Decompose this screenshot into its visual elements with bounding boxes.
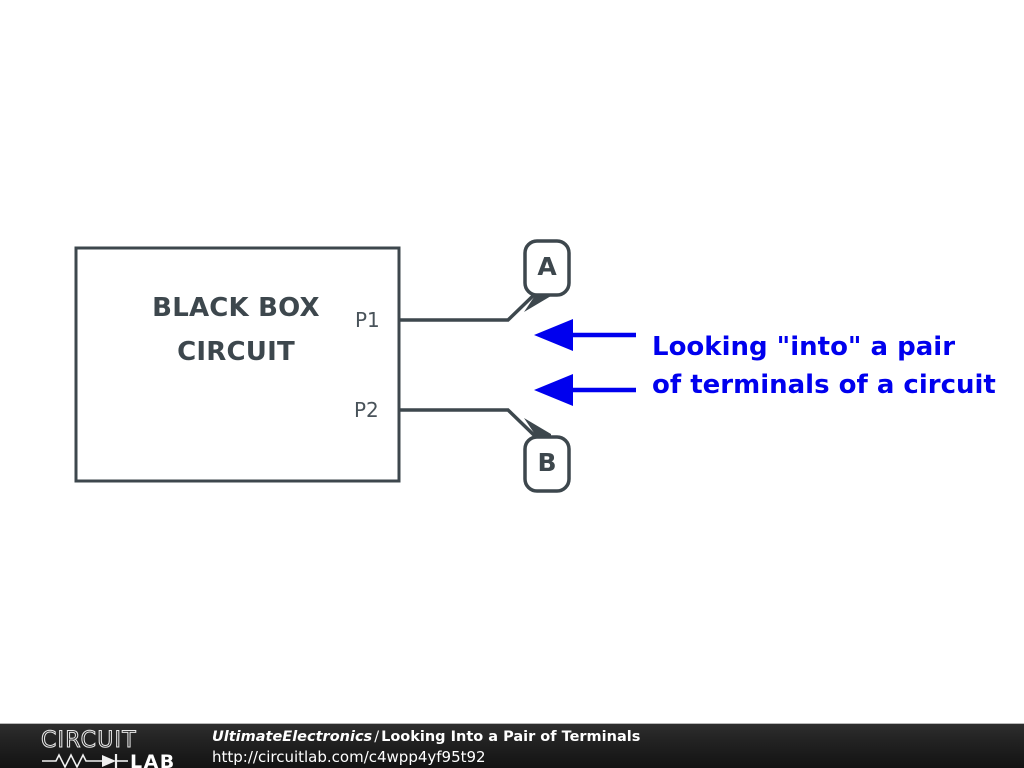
footer-title-line: UltimateElectronics/Looking Into a Pair … (212, 727, 640, 747)
black-box-label-line1: BLACK BOX (152, 293, 320, 323)
diagram-canvas: BLACK BOX CIRCUIT P1 P2 A B Looking "int… (74, 239, 996, 493)
wire-p2-to-b (400, 408, 539, 440)
logo-word-lab: LAB (130, 751, 176, 768)
footer-article-title: Looking Into a Pair of Terminals (381, 729, 641, 745)
circuit-diagram (74, 239, 636, 493)
footer-separator: / (374, 729, 380, 745)
circuitlab-logo: CIRCUIT LAB (41, 728, 176, 768)
annotation-arrow-2 (534, 374, 636, 406)
footer-brand: UltimateElectronics (212, 729, 373, 745)
footer-url: http://circuitlab.com/c4wpp4yf95t92 (212, 748, 486, 766)
terminal-label-a: A (537, 252, 557, 281)
wire-p1-to-a (400, 290, 539, 322)
port-label-p2: P2 (354, 398, 379, 422)
terminal-b-box (523, 435, 571, 493)
footer-bar: CIRCUIT LAB UltimateElectronics/Looking … (0, 723, 1024, 768)
annotation-arrow-1 (534, 319, 636, 351)
footer-text-block: UltimateElectronics/Looking Into a Pair … (212, 727, 640, 767)
black-box-rect (74, 246, 401, 483)
terminal-label-b: B (537, 448, 557, 477)
logo-diode-icon (102, 755, 116, 767)
annotation-text: Looking "into" a pair of terminals of a … (652, 328, 996, 404)
logo-word-circuit: CIRCUIT (41, 728, 137, 753)
port-label-p1: P1 (355, 308, 380, 332)
logo-resistor-icon (42, 753, 102, 768)
annotation-line-2: of terminals of a circuit (652, 370, 996, 400)
annotation-line-1: Looking "into" a pair (652, 332, 956, 362)
terminal-a-box (523, 239, 571, 297)
black-box-label-line2: CIRCUIT (177, 337, 295, 367)
